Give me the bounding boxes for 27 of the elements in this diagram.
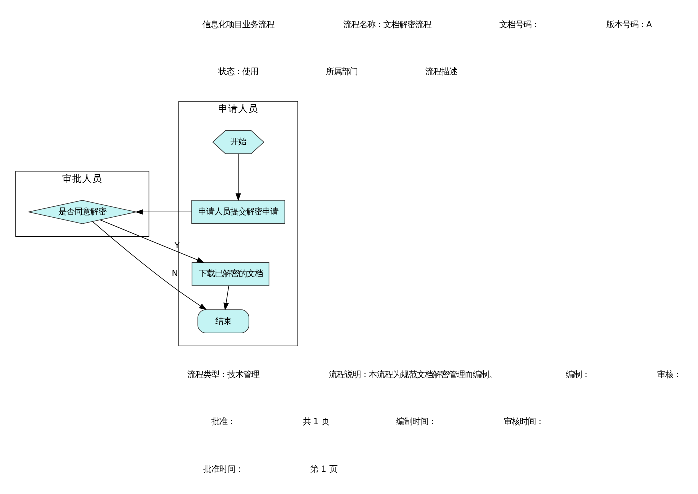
label: 流程名称：文档解密流程 <box>343 18 432 29</box>
arrow <box>100 219 205 263</box>
label: 审核： <box>657 368 682 379</box>
label: 审核时间： <box>504 416 544 426</box>
label: 文档号码： <box>499 18 540 29</box>
label: 流程说明：本流程为规范文档解密管理而编制。 <box>329 368 498 379</box>
node-box: 申请人员提交解密申请 <box>192 200 286 224</box>
arrow <box>224 285 230 310</box>
label: 编制时间： <box>396 416 436 426</box>
arrow <box>236 153 242 201</box>
label: 共 1 页 <box>302 416 330 426</box>
label: 信息化项目业务流程 <box>202 18 275 29</box>
label: 批准时间： <box>204 463 244 474</box>
label: 批准： <box>212 416 236 426</box>
node-box: 下载已解密的文档 <box>192 262 270 286</box>
label: 流程类型：技术管理 <box>188 368 260 379</box>
label: 状态：使用 <box>218 66 259 76</box>
edge-label: N <box>172 268 178 278</box>
label: 版本号码：A <box>606 18 652 29</box>
arrow <box>92 220 208 310</box>
label: 流程描述 <box>426 66 458 76</box>
node-box: 结束 <box>198 309 250 334</box>
label: 所属部门 <box>326 66 358 76</box>
label: 第 1 页 <box>310 463 338 474</box>
arrow <box>136 209 192 214</box>
label: 编制： <box>566 368 590 379</box>
node-diamond: 是否同意解密 <box>28 200 137 224</box>
